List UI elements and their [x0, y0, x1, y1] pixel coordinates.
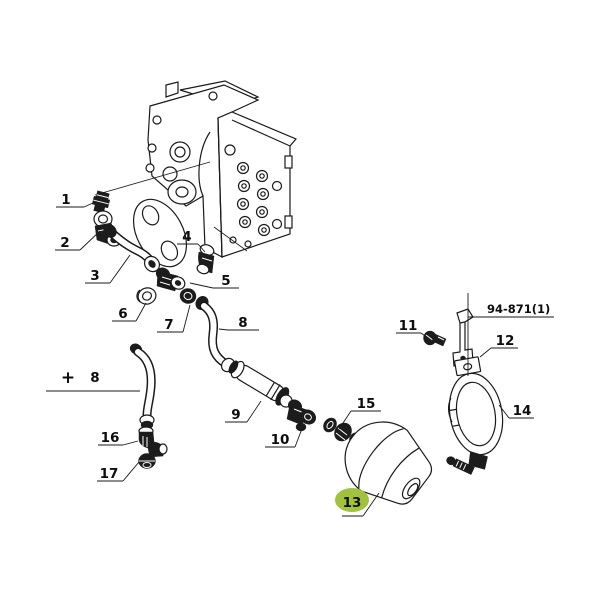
callout-11[interactable]: 11: [396, 318, 429, 339]
pipe-8-left: [129, 343, 156, 430]
callout-12[interactable]: 12: [479, 333, 518, 358]
callout-14[interactable]: 14: [498, 403, 534, 419]
valve-block: [132, 80, 297, 268]
clamp-lug: [468, 451, 488, 470]
block-left-details: [145, 91, 218, 205]
hose-9: [228, 360, 290, 406]
callout-7-label[interactable]: 7: [164, 317, 173, 333]
callout-10[interactable]: 10: [265, 425, 304, 448]
block-mounting-flange: [132, 198, 188, 268]
callout-4-label[interactable]: 4: [182, 229, 191, 245]
callout-2-label[interactable]: 2: [60, 235, 69, 251]
elbow-4: [196, 244, 215, 275]
cap-17: [138, 453, 156, 469]
locator-line-item4: [213, 226, 248, 252]
callout-14-label[interactable]: 14: [513, 403, 532, 419]
seal-6: [136, 287, 157, 305]
callout-17-label[interactable]: 17: [100, 466, 119, 482]
ref-callout[interactable]: 94-871(1): [467, 293, 554, 376]
bolt-11: [423, 330, 447, 347]
callout-6-label[interactable]: 6: [118, 306, 127, 322]
callout-16[interactable]: 16: [98, 430, 139, 446]
pipe-8-right: [195, 295, 236, 373]
block-right-face: [217, 111, 297, 258]
fitting-1: [91, 190, 111, 214]
callout-8-right-label[interactable]: 8: [238, 315, 247, 331]
clamp-bolt: [446, 456, 475, 475]
adapter-15: [323, 417, 352, 442]
callout-12-label[interactable]: 12: [496, 333, 515, 349]
callout-4[interactable]: 4: [177, 229, 206, 253]
callout-16-label[interactable]: 16: [101, 430, 120, 446]
block-top-tab: [165, 81, 179, 98]
callout-10-label[interactable]: 10: [271, 432, 290, 448]
callout-8-left[interactable]: + 8: [46, 368, 140, 392]
callout-5[interactable]: 5: [189, 273, 239, 289]
tee-5: [155, 267, 186, 292]
ref-code-label[interactable]: 94-871(1): [487, 302, 550, 316]
callout-9-label[interactable]: 9: [231, 407, 240, 423]
callout-15-label[interactable]: 15: [357, 396, 376, 412]
plus-marker: +: [61, 368, 75, 388]
pipe-3: [103, 224, 161, 273]
callout-2[interactable]: 2: [55, 230, 101, 251]
nut-7: [179, 288, 197, 304]
locator-line-item1: [94, 161, 211, 196]
clamp-14: [446, 356, 504, 475]
callout-17[interactable]: 17: [97, 461, 140, 482]
callout-1[interactable]: 1: [56, 192, 94, 208]
callout-13[interactable]: 13: [335, 488, 380, 517]
block-ports: [224, 144, 283, 248]
callout-9[interactable]: 9: [225, 400, 262, 423]
callout-7[interactable]: 7: [157, 304, 191, 333]
callout-5-label[interactable]: 5: [221, 273, 230, 289]
tee-10: [279, 394, 317, 432]
callout-3-label[interactable]: 3: [90, 268, 99, 284]
callout-15[interactable]: 15: [338, 396, 381, 430]
block-edge-tab: [284, 155, 293, 169]
block-edge-tab: [284, 215, 293, 229]
callout-8-left-label[interactable]: 8: [90, 370, 99, 386]
callout-13-label[interactable]: 13: [343, 495, 362, 511]
accumulator-13: [344, 421, 433, 505]
callout-8-right[interactable]: 8: [218, 315, 259, 331]
callout-3[interactable]: 3: [85, 254, 131, 284]
elbow-16: [138, 426, 168, 458]
callout-11-label[interactable]: 11: [399, 318, 418, 334]
callout-1-label[interactable]: 1: [61, 192, 70, 208]
callout-6[interactable]: 6: [112, 302, 147, 322]
highlight-ellipse[interactable]: [335, 488, 369, 512]
